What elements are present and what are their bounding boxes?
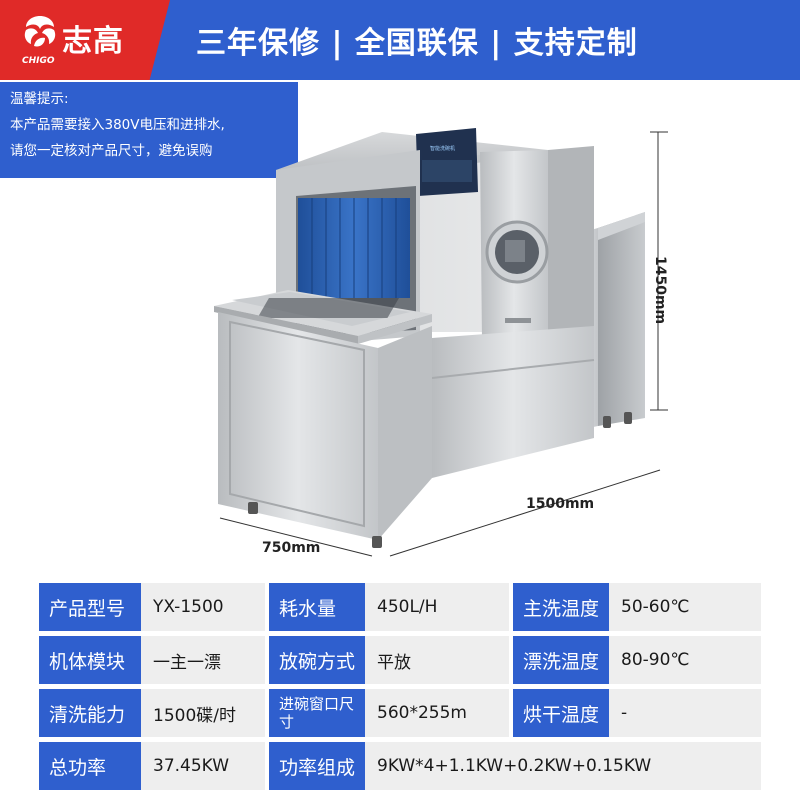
spec-value: 37.45KW	[141, 742, 265, 790]
spec-value: 450L/H	[365, 583, 509, 631]
brand-subtitle: CHIGO	[22, 56, 55, 66]
header-banner: 志高 CHIGO 三年保修 | 全国联保 | 支持定制	[0, 0, 800, 80]
notice-title: 温馨提示:	[10, 91, 69, 107]
width-dimension: 1500mm	[526, 496, 595, 512]
spec-label: 清洗能力	[39, 689, 141, 737]
spec-label: 进碗窗口尺寸	[269, 689, 365, 737]
spec-label: 烘干温度	[513, 689, 609, 737]
spec-value: -	[609, 689, 761, 737]
spec-label: 耗水量	[269, 583, 365, 631]
dishwasher-illustration: 智能洗碗机	[214, 128, 668, 557]
spec-value: YX-1500	[141, 583, 265, 631]
spec-value: 50-60℃	[609, 583, 761, 631]
panel-title: 智能洗碗机	[430, 145, 455, 152]
spec-label: 主洗温度	[513, 583, 609, 631]
notice-line-1: 本产品需要接入380V电压和进排水,	[10, 117, 225, 133]
brand-logo: 志高 CHIGO	[0, 0, 170, 80]
spec-value: 80-90℃	[609, 636, 761, 684]
spec-label: 产品型号	[39, 583, 141, 631]
slogan: 三年保修 | 全国联保 | 支持定制	[196, 26, 638, 61]
chigo-logo-icon	[24, 16, 56, 47]
spec-label: 机体模块	[39, 636, 141, 684]
spec-value: 560*255m	[365, 689, 509, 737]
spec-label: 功率组成	[269, 742, 365, 790]
spec-label: 放碗方式	[269, 636, 365, 684]
spec-value: 9KW*4+1.1KW+0.2KW+0.15KW	[365, 742, 761, 790]
spec-value: 1500碟/时	[141, 689, 265, 737]
spec-row: 产品型号 YX-1500 耗水量 450L/H 主洗温度 50-60℃	[39, 583, 761, 631]
brand-name: 志高	[62, 24, 124, 59]
spec-value: 平放	[365, 636, 509, 684]
spec-row: 总功率 37.45KW 功率组成 9KW*4+1.1KW+0.2KW+0.15K…	[39, 742, 761, 790]
notice-box: 温馨提示: 本产品需要接入380V电压和进排水, 请您一定核对产品尺寸，避免误购	[0, 82, 298, 178]
spec-label: 漂洗温度	[513, 636, 609, 684]
notice-line-2: 请您一定核对产品尺寸，避免误购	[10, 143, 213, 159]
spec-value: 一主一漂	[141, 636, 265, 684]
height-dimension: 1450mm	[652, 256, 668, 325]
depth-dimension: 750mm	[262, 540, 321, 556]
spec-row: 清洗能力 1500碟/时 进碗窗口尺寸 560*255m 烘干温度 -	[39, 689, 761, 737]
spec-label: 总功率	[39, 742, 141, 790]
spec-row: 机体模块 一主一漂 放碗方式 平放 漂洗温度 80-90℃	[39, 636, 761, 684]
